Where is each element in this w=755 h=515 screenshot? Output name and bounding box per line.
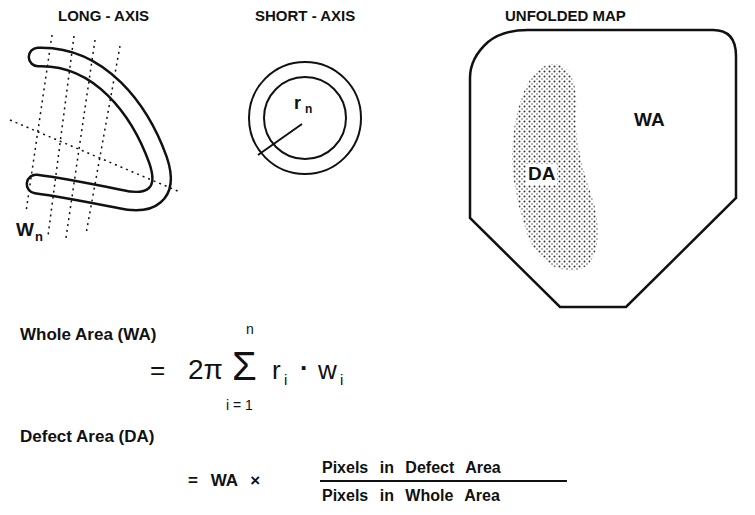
subscript: n bbox=[305, 103, 312, 116]
inner-circle bbox=[264, 77, 346, 159]
formula-heading: Defect Area (DA) bbox=[20, 428, 154, 447]
sum-limit: i = 1 bbox=[226, 398, 253, 413]
slice-line bbox=[48, 36, 74, 236]
subscript: i bbox=[340, 372, 343, 389]
panel-title: SHORT - AXIS bbox=[255, 8, 355, 25]
symbol-letter: W bbox=[16, 220, 34, 241]
fraction-denominator: Pixels in Whole Area bbox=[322, 487, 500, 505]
sum-sign: Σ bbox=[232, 344, 257, 388]
formula-term: w bbox=[318, 356, 337, 385]
area-label: DA bbox=[526, 164, 557, 185]
panel-title: UNFOLDED MAP bbox=[505, 8, 626, 25]
unfolded-map-outline bbox=[468, 28, 738, 310]
slice-line bbox=[66, 40, 95, 238]
long-axis-line bbox=[10, 120, 180, 192]
area-label: WA bbox=[634, 110, 665, 131]
multiply-dot: · bbox=[300, 354, 309, 383]
slice-line bbox=[26, 35, 52, 212]
formula-term: r bbox=[272, 356, 281, 385]
panel-title: LONG - AXIS bbox=[58, 8, 149, 25]
radius-line bbox=[258, 124, 302, 155]
sum-limit: n bbox=[246, 322, 254, 337]
subscript: n bbox=[35, 230, 43, 244]
fraction-numerator: Pixels in Defect Area bbox=[322, 459, 501, 477]
fraction-bar bbox=[320, 480, 567, 482]
formula-heading: Whole Area (WA) bbox=[20, 326, 156, 345]
defect-area: DA bbox=[508, 60, 604, 276]
slice-line bbox=[86, 46, 120, 234]
unfolded-map: WA DA bbox=[468, 28, 738, 310]
outer-circle bbox=[249, 62, 361, 174]
formula-term: = WA × bbox=[188, 472, 260, 491]
subscript: i bbox=[284, 372, 287, 389]
equals-sign: = bbox=[150, 356, 165, 385]
formula-term: 2π bbox=[188, 355, 223, 386]
symbol-letter: r bbox=[294, 94, 301, 114]
